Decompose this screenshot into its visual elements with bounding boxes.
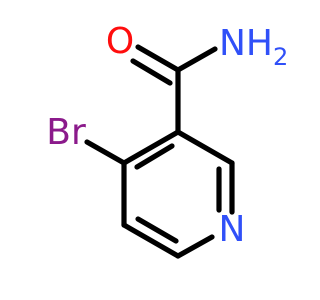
oxygen-atom-label: O: [106, 21, 134, 62]
amide-nitrogen-symbol: NH: [219, 23, 273, 64]
bond-c4-br: [84, 139, 127, 166]
chemical-structure-diagram: O NH2 Br N: [46, 21, 288, 259]
double-bond-c3-c4-inner: [134, 143, 175, 170]
bond-c2-c3: [175, 129, 235, 166]
pyridine-ring: [121, 129, 235, 259]
amide-nitrogen-subscript: 2: [273, 43, 288, 71]
bond-c6-n1: [175, 234, 215, 259]
bond-carbonyl-c-o-outer: [135, 44, 181, 73]
bromine-atom-label: Br: [46, 112, 86, 153]
bond-c5-c6: [121, 222, 181, 259]
bond-c3-c4: [121, 129, 181, 166]
bond-carbonyl-c-o-inner: [130, 58, 173, 86]
double-bond-c5-c6-inner: [135, 216, 179, 244]
amide-nitrogen-label: NH2: [219, 23, 288, 71]
ring-nitrogen-label: N: [219, 209, 246, 250]
substituents: [84, 44, 218, 166]
bond-carbonyl-c-n: [175, 46, 218, 73]
